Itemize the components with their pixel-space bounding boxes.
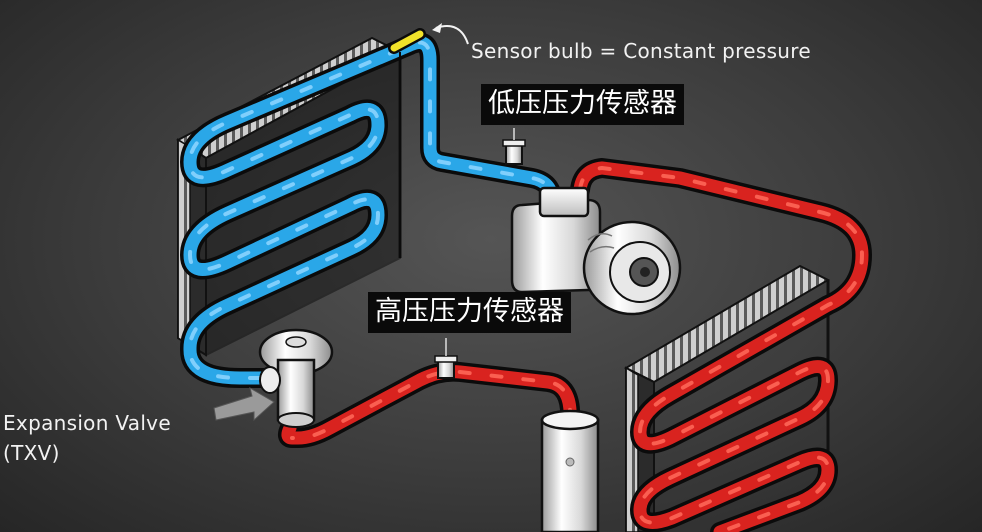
high-pressure-sensor [434,355,458,379]
expansion-valve-pointer-arrow [213,386,275,422]
sensor-bulb-label: Sensor bulb = Constant pressure [471,39,811,63]
expansion-valve-label-abbrev: (TXV) [3,441,60,465]
high-side-refrigerant-line [277,158,872,532]
expansion-valve-label: Expansion Valve [3,411,171,435]
compressor [510,186,682,316]
low-side-refrigerant-line [180,32,562,388]
sensor-bulb-callout-arrowhead [432,23,442,33]
expansion-valve [258,328,334,428]
receiver-drier [540,409,600,532]
sensor-bulb [388,28,426,258]
low-pressure-sensor [502,139,526,165]
low-pressure-sensor-label: 低压压力传感器 [481,84,684,125]
high-pressure-sensor-label: 高压压力传感器 [368,292,571,333]
